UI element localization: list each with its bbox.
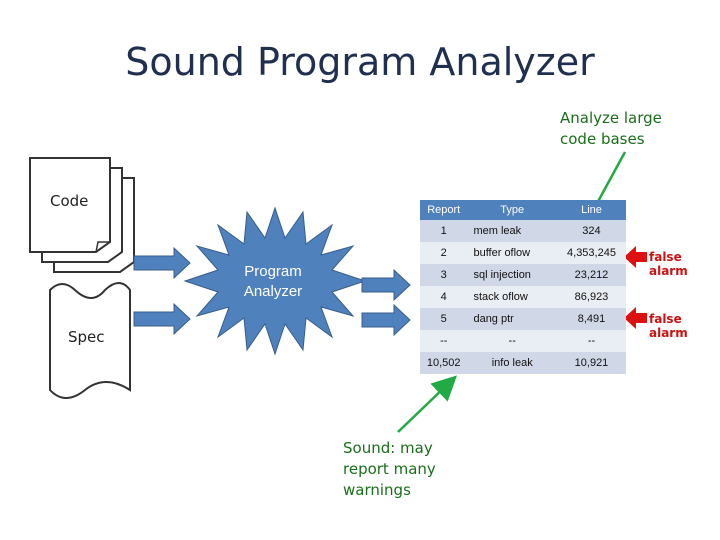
type-cell: stack oflow	[467, 286, 557, 308]
header-line: Line	[556, 200, 626, 220]
report-cell: 2	[420, 242, 468, 264]
spec-input-arrow	[133, 302, 191, 336]
line-cell: --	[556, 330, 626, 352]
report-cell: 4	[420, 286, 468, 308]
table-row: 5 dang ptr 8,491	[420, 308, 626, 330]
header-type: Type	[467, 200, 557, 220]
table-row: 4 stack oflow 86,923	[420, 286, 626, 308]
table-row: 3 sql injection 23,212	[420, 264, 626, 286]
many-warnings-pointer-arrow	[397, 375, 458, 433]
table-row: 2 buffer oflow 4,353,245	[420, 242, 626, 264]
table-row: 10,502 info leak 10,921	[420, 352, 626, 374]
line-cell: 10,921	[556, 352, 626, 374]
type-cell: sql injection	[467, 264, 557, 286]
slide-title: Sound Program Analyzer	[125, 40, 595, 84]
header-report: Report	[420, 200, 468, 220]
table-row: -- -- --	[420, 330, 626, 352]
output-arrow-2	[361, 303, 411, 337]
code-input-arrow	[133, 246, 191, 280]
false-alarm-label-1: false alarm	[649, 250, 688, 278]
table-row: 1 mem leak 324	[420, 220, 626, 242]
false-alarm-arrow-1	[624, 246, 647, 268]
report-table: Report Type Line 1 mem leak 324 2 buffer…	[420, 200, 626, 374]
table-header-row: Report Type Line	[420, 200, 626, 220]
type-cell: mem leak	[467, 220, 557, 242]
false-alarm-label-2: false alarm	[649, 312, 688, 340]
code-pages-icon	[29, 157, 135, 273]
report-cell: 3	[420, 264, 468, 286]
spec-label: Spec	[68, 328, 105, 346]
program-analyzer-star	[183, 206, 367, 356]
report-cell: 1	[420, 220, 468, 242]
type-cell: dang ptr	[467, 308, 557, 330]
output-arrow-1	[361, 268, 411, 302]
line-cell: 8,491	[556, 308, 626, 330]
type-cell: buffer oflow	[467, 242, 557, 264]
program-analyzer-label: Program Analyzer	[243, 263, 303, 300]
line-cell: 23,212	[556, 264, 626, 286]
type-cell: info leak	[467, 352, 557, 374]
line-cell: 324	[556, 220, 626, 242]
type-cell: --	[467, 330, 557, 352]
many-warnings-note: Sound: may report many warnings	[343, 439, 436, 499]
code-label: Code	[50, 192, 89, 210]
line-cell: 86,923	[556, 286, 626, 308]
report-cell: 5	[420, 308, 468, 330]
large-codebase-note: Analyze large code bases	[560, 109, 662, 148]
false-alarm-arrow-2	[624, 307, 647, 329]
report-cell: 10,502	[420, 352, 468, 374]
line-cell: 4,353,245	[556, 242, 626, 264]
report-cell: --	[420, 330, 468, 352]
spec-document-icon	[49, 282, 131, 399]
